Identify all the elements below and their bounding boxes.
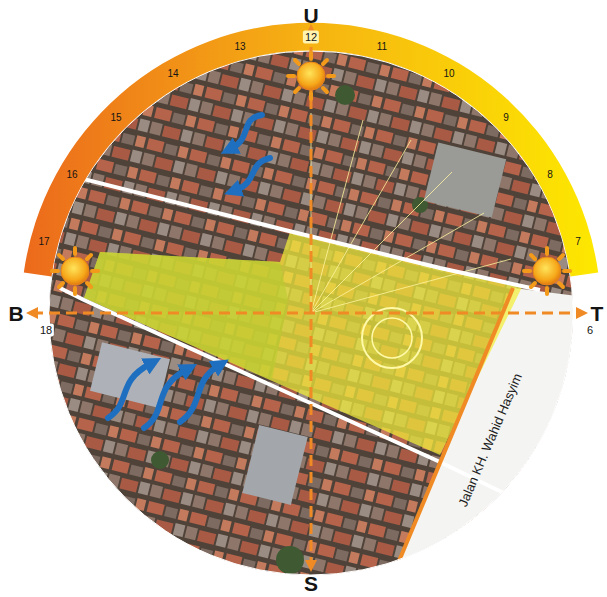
- street-name: Jalan KH. Wahid Hasyim: [456, 372, 524, 509]
- hour-number: 13: [234, 42, 245, 52]
- hour-number: 17: [38, 237, 49, 247]
- sun-east: [524, 248, 570, 294]
- sun-noon: [288, 53, 334, 99]
- dome: [372, 318, 412, 358]
- east-west-axis: [32, 312, 582, 315]
- hour-number: 14: [167, 69, 178, 79]
- compass-letter: U: [303, 5, 318, 26]
- sun-rays: [311, 113, 511, 313]
- hour-number: 15: [110, 113, 121, 123]
- compass-letter: S: [304, 573, 318, 594]
- wind-arrows: [108, 115, 270, 428]
- compass-letter: T: [591, 303, 604, 324]
- sun-west: [52, 248, 98, 294]
- north-south-axis: [310, 30, 313, 566]
- compass-letter: B: [8, 303, 23, 324]
- hour-number: 11: [377, 42, 387, 52]
- hour-number: 9: [503, 113, 509, 123]
- grey-roof: [242, 425, 307, 505]
- road-line: [60, 288, 600, 540]
- hour-number: 8: [547, 170, 553, 180]
- hour-number: 7: [575, 237, 581, 247]
- hour-number: 12: [303, 31, 319, 44]
- dome: [362, 308, 422, 368]
- road-line: [40, 168, 540, 290]
- hour-number: 10: [443, 69, 454, 79]
- hour-number: 16: [66, 170, 77, 180]
- hour-number: 6: [585, 324, 595, 337]
- grey-roof: [424, 142, 506, 217]
- hour-number: 18: [38, 324, 54, 337]
- grey-roof: [90, 342, 170, 407]
